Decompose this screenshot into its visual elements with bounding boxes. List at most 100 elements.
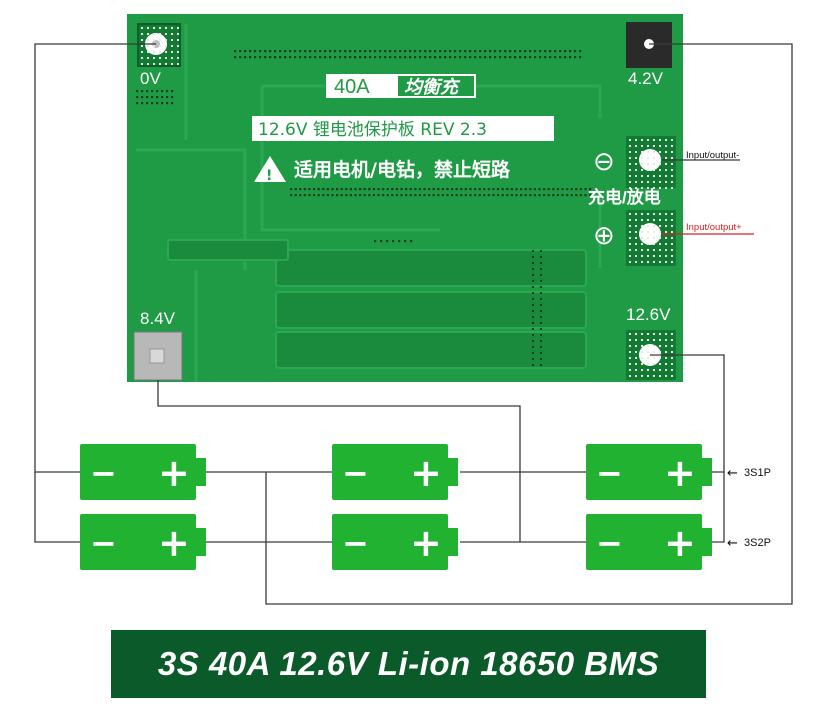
- via: [146, 102, 149, 105]
- warning-text: 适用电机/电钻，禁止短路: [294, 158, 511, 181]
- via: [540, 262, 542, 264]
- pad-dot: [671, 363, 673, 365]
- via: [303, 194, 306, 197]
- via: [322, 194, 325, 197]
- via: [254, 50, 257, 53]
- battery-body: [80, 444, 196, 500]
- via: [532, 352, 534, 354]
- pad-dot: [635, 363, 637, 365]
- pad-dot: [629, 237, 631, 239]
- via: [398, 240, 401, 243]
- via: [326, 194, 329, 197]
- via: [540, 280, 542, 282]
- battery-minus-sign: −: [90, 454, 117, 492]
- pad-dot: [141, 63, 143, 65]
- via: [234, 56, 237, 59]
- pad-dot: [665, 363, 667, 365]
- pad-dot: [141, 33, 143, 35]
- via: [389, 56, 392, 59]
- pad-dot: [153, 39, 155, 41]
- via: [329, 56, 332, 59]
- pad-dot: [165, 51, 167, 53]
- via: [533, 194, 536, 197]
- via: [308, 188, 311, 191]
- via: [264, 50, 267, 53]
- via: [506, 194, 509, 197]
- battery-terminal: [448, 458, 458, 486]
- pad-dot: [641, 187, 643, 189]
- via: [437, 194, 440, 197]
- battery-body: [332, 444, 448, 500]
- via: [377, 194, 380, 197]
- via: [464, 194, 467, 197]
- via: [439, 56, 442, 59]
- via: [317, 194, 320, 197]
- via: [279, 56, 282, 59]
- pad-dot: [653, 363, 655, 365]
- via: [589, 188, 592, 191]
- via: [336, 188, 339, 191]
- pad-dot: [141, 45, 143, 47]
- via: [499, 56, 502, 59]
- pad-dot: [653, 231, 655, 233]
- via: [136, 102, 139, 105]
- via: [543, 194, 546, 197]
- pad-dot: [665, 261, 667, 263]
- via: [532, 346, 534, 348]
- via: [540, 316, 542, 318]
- via: [441, 194, 444, 197]
- via: [574, 56, 577, 59]
- via: [409, 188, 412, 191]
- pad-dot: [629, 261, 631, 263]
- via: [314, 50, 317, 53]
- battery-cell: −+: [586, 444, 712, 500]
- pad-dot: [635, 219, 637, 221]
- battery-minus-sign: −: [342, 524, 369, 562]
- pad-dot: [641, 249, 643, 251]
- pad-dot: [647, 357, 649, 359]
- via: [166, 90, 169, 93]
- via: [579, 50, 582, 53]
- pad-dot: [665, 231, 667, 233]
- via: [269, 56, 272, 59]
- pad-dot: [635, 261, 637, 263]
- via-rows: [136, 50, 592, 366]
- pad-dot: [629, 339, 631, 341]
- pad-dot: [629, 369, 631, 371]
- via: [432, 194, 435, 197]
- via: [349, 194, 352, 197]
- via: [234, 50, 237, 53]
- pad-dot: [647, 345, 649, 347]
- pad-dot: [641, 151, 643, 153]
- pad-dot: [177, 51, 179, 53]
- pad-dot: [629, 157, 631, 159]
- pad-dot: [665, 139, 667, 141]
- pad-dot: [647, 187, 649, 189]
- pad-dot: [665, 219, 667, 221]
- pad-dot: [629, 219, 631, 221]
- wires: [34, 43, 793, 605]
- pad-dot: [647, 213, 649, 215]
- via: [151, 90, 154, 93]
- via: [382, 194, 385, 197]
- via: [314, 56, 317, 59]
- pad-dot: [171, 63, 173, 65]
- pad-dot: [653, 157, 655, 159]
- via: [484, 56, 487, 59]
- pad-dot: [659, 187, 661, 189]
- pad-dot: [647, 151, 649, 153]
- via: [136, 96, 139, 99]
- via: [359, 194, 362, 197]
- pad-dot: [629, 363, 631, 365]
- pad-dot: [629, 351, 631, 353]
- battery-plus-sign: +: [410, 451, 442, 495]
- pad-dot: [635, 333, 637, 335]
- via: [532, 328, 534, 330]
- pad-dot: [671, 213, 673, 215]
- pad-dot: [659, 243, 661, 245]
- via: [294, 188, 297, 191]
- pad-dot: [665, 243, 667, 245]
- via: [556, 188, 559, 191]
- pad-dot: [653, 169, 655, 171]
- pad-dot: [635, 157, 637, 159]
